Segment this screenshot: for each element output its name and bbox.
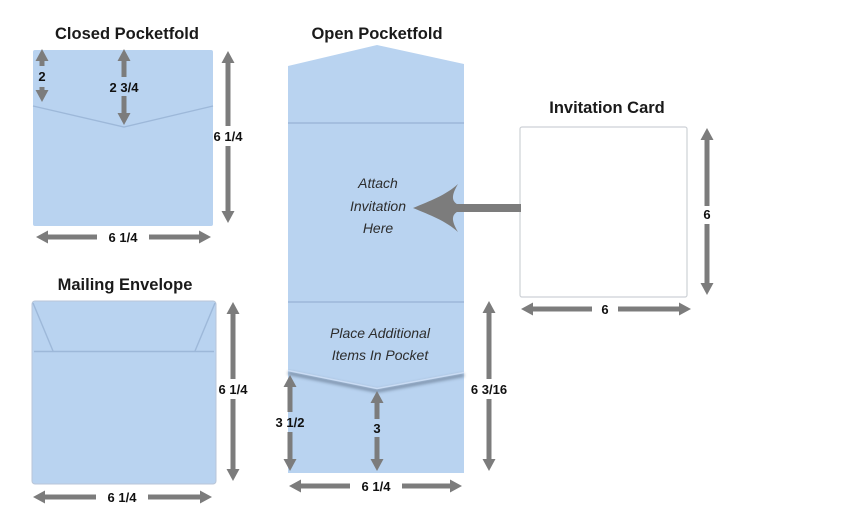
arrow-shaft [300, 483, 350, 489]
arrow-shaft [704, 224, 710, 284]
arrow-shaft [374, 402, 380, 419]
arrowhead [700, 128, 714, 140]
arrowhead [700, 283, 714, 295]
arrowhead [36, 230, 48, 244]
arrowhead [283, 459, 297, 471]
dim-label: 6 [601, 302, 608, 317]
dim-label: 6 1/4 [109, 230, 139, 245]
arrow-shaft [149, 234, 200, 240]
dim-label: 2 [38, 69, 45, 84]
closed-pocketfold-title: Closed Pocketfold [55, 25, 199, 43]
envelope-flap-right-edge [194, 302, 216, 352]
arrowhead [482, 459, 496, 471]
dim-arrow-closed-width: 6 1/4 [36, 230, 211, 245]
attach-note-line3: Here [363, 220, 394, 236]
arrowhead [35, 49, 49, 61]
arrow-shaft [374, 437, 380, 460]
attach-note-line1: Attach [357, 175, 398, 191]
dim-arrow-closed-flap-height: 2 [35, 49, 49, 102]
arrowhead [226, 302, 240, 314]
dim-arrow-card-width: 6 [521, 302, 691, 317]
dim-arrow-envelope-height: 6 1/4 [219, 302, 249, 481]
arrowhead [221, 211, 235, 223]
arrow-shaft [39, 87, 45, 91]
open-pocketfold-figure: Open Pocketfold Attach Invitation Here P… [276, 25, 508, 494]
arrow-shaft [230, 313, 236, 379]
dim-label: 6 1/4 [108, 490, 138, 505]
arrowhead [117, 113, 131, 125]
arrowhead [370, 459, 384, 471]
dim-arrow-pocket-center-height: 3 [370, 391, 384, 471]
dim-label: 2 3/4 [110, 80, 140, 95]
closed-pocketfold-flap-edge [32, 105, 214, 128]
arrow-shaft [39, 60, 45, 66]
arrowhead [35, 90, 49, 102]
arrowhead [679, 302, 691, 316]
open-pocketfold-title: Open Pocketfold [311, 25, 442, 43]
attach-note-line2: Invitation [350, 198, 406, 214]
arrow-shaft [47, 234, 97, 240]
pocket-note-line2: Items In Pocket [332, 347, 430, 363]
envelope-flap-left-edge [32, 302, 54, 352]
dim-label: 3 1/2 [276, 415, 305, 430]
arrowhead [200, 490, 212, 504]
arrow-shaft [121, 60, 127, 77]
dim-arrow-open-width: 6 1/4 [289, 479, 462, 494]
dim-arrow-pocket-side-height: 3 1/2 [276, 375, 305, 471]
dim-label: 3 [373, 421, 380, 436]
dim-arrow-closed-flap-point: 2 3/4 [110, 49, 140, 125]
arrow-shaft [287, 386, 293, 412]
invitation-card-title: Invitation Card [549, 99, 665, 117]
arrow-shaft [121, 96, 127, 114]
invitation-card-paper [519, 126, 688, 298]
arrow-shaft [704, 139, 710, 206]
arrow-shaft [287, 432, 293, 460]
dim-arrow-card-height: 6 [700, 128, 714, 295]
arrowhead [370, 391, 384, 403]
attach-pointer-arrow [413, 184, 521, 232]
dim-label: 6 3/16 [471, 382, 507, 397]
pointer-arrow-shaft [452, 204, 521, 212]
invitation-card-figure: Invitation Card 6 6 [519, 99, 714, 317]
arrow-shaft [225, 62, 231, 126]
arrow-shaft [402, 483, 451, 489]
pocket-note-line1: Place Additional [330, 325, 431, 341]
closed-pocketfold-figure: Closed Pocketfold 2 2 3/4 6 1/4 [32, 25, 244, 245]
arrow-shaft [148, 494, 201, 500]
mailing-envelope-title: Mailing Envelope [58, 276, 193, 294]
arrow-shaft [532, 306, 592, 312]
dim-label: 6 1/4 [214, 129, 244, 144]
arrowhead [521, 302, 533, 316]
arrowhead [33, 490, 45, 504]
dim-arrow-envelope-width: 6 1/4 [33, 490, 212, 505]
arrowhead [199, 230, 211, 244]
arrow-shaft [230, 399, 236, 470]
dim-label: 6 1/4 [219, 382, 249, 397]
open-pocketfold-paper [288, 45, 464, 473]
arrow-shaft [486, 312, 492, 379]
arrowhead [226, 469, 240, 481]
arrow-shaft [44, 494, 96, 500]
mailing-envelope-paper [31, 300, 217, 485]
arrow-shaft [486, 399, 492, 460]
dim-label: 6 1/4 [362, 479, 392, 494]
arrowhead [482, 301, 496, 313]
arrowhead [289, 479, 301, 493]
pointer-arrowhead-icon [413, 184, 460, 232]
dim-label: 6 [703, 207, 710, 222]
mailing-envelope-figure: Mailing Envelope 6 1/4 6 1/4 [31, 276, 249, 505]
arrowhead [283, 375, 297, 387]
arrowhead [117, 49, 131, 61]
arrowhead [450, 479, 462, 493]
closed-pocketfold-paper [33, 50, 213, 226]
arrow-shaft [618, 306, 680, 312]
dim-arrow-closed-height: 6 1/4 [214, 51, 244, 223]
pocket-edge [287, 369, 465, 390]
arrow-shaft [225, 146, 231, 212]
dim-arrow-lower-panel-height: 6 3/16 [471, 301, 507, 471]
arrowhead [221, 51, 235, 63]
